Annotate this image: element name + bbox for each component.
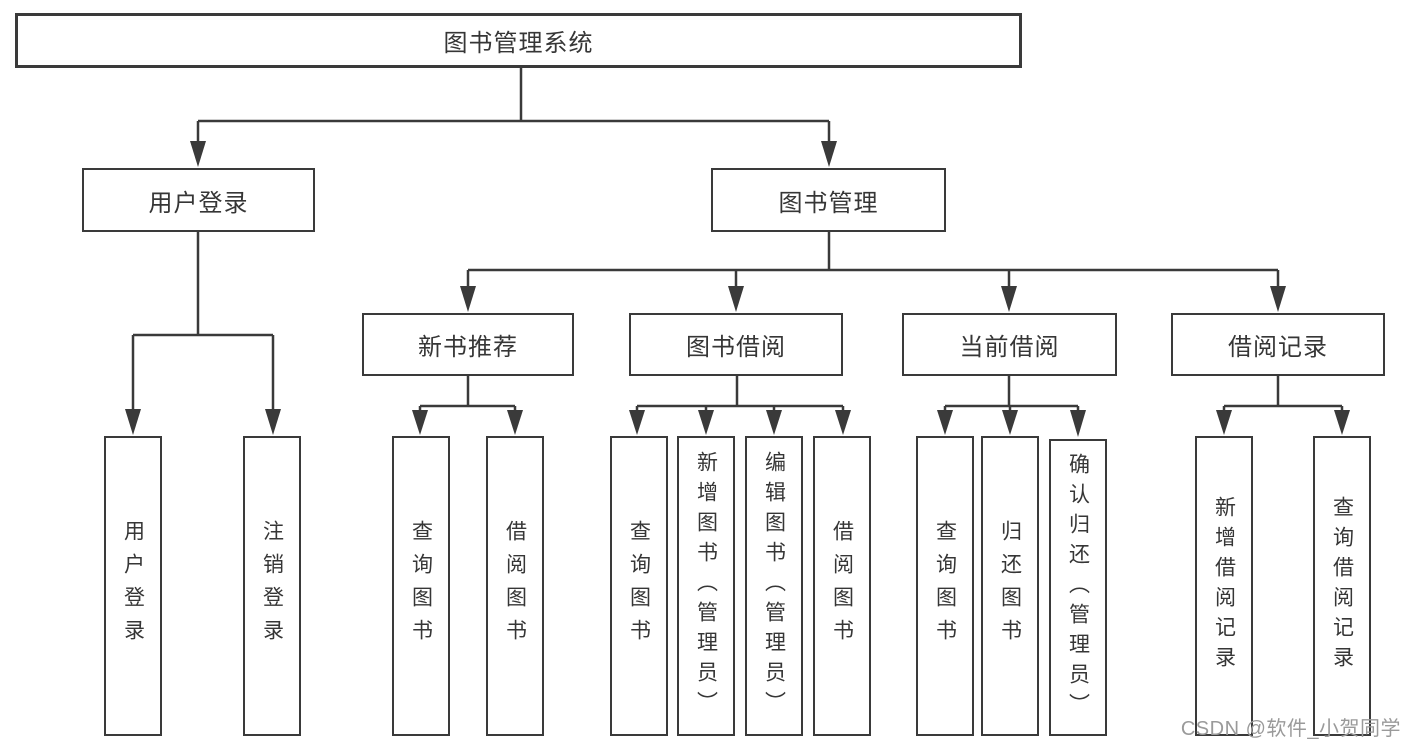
node-book-borrow: 图书借阅: [629, 313, 843, 376]
node-current-borrow: 当前借阅: [902, 313, 1117, 376]
node-label: 用户登录: [121, 520, 145, 652]
watermark: CSDN @软件_小贺同学: [1180, 718, 1401, 740]
node-label: 确认归还（管理员）: [1066, 452, 1090, 723]
node-label: 图书管理系统: [443, 30, 594, 57]
connector-system-to-level2: [190, 68, 837, 167]
node-label: 图书借阅: [686, 334, 786, 361]
leaf-cb-query-book: 查询图书: [916, 436, 974, 736]
node-label: 查询图书: [409, 520, 433, 652]
leaf-bb-borrow-book: 借阅图书: [813, 436, 871, 736]
node-label: 查询图书: [933, 520, 957, 652]
leaf-bb-edit-book: 编辑图书（管理员）: [745, 436, 803, 736]
node-label: 新增图书（管理员）: [694, 451, 718, 721]
leaf-cb-return-book: 归还图书: [981, 436, 1039, 736]
node-book-management: 图书管理: [711, 168, 946, 232]
leaf-rec-query-book: 查询图书: [392, 436, 450, 736]
node-system: 图书管理系统: [15, 13, 1022, 68]
leaf-cb-confirm-return: 确认归还（管理员）: [1049, 439, 1107, 736]
node-label: 查询借阅记录: [1330, 496, 1354, 676]
leaf-bb-add-book: 新增图书（管理员）: [677, 436, 735, 736]
node-label: 编辑图书（管理员）: [762, 451, 786, 721]
leaf-logout: 注销登录: [243, 436, 301, 736]
node-label: 新增借阅记录: [1212, 496, 1236, 676]
node-label: 借阅图书: [830, 520, 854, 652]
node-label: 借阅记录: [1228, 334, 1328, 361]
connector-book-borrow-to-leaves: [629, 376, 851, 435]
node-label: 注销登录: [260, 520, 284, 652]
node-user-login: 用户登录: [82, 168, 315, 232]
connector-current-borrow-to-leaves: [937, 376, 1086, 437]
node-borrow-records: 借阅记录: [1171, 313, 1385, 376]
leaf-bb-query-book: 查询图书: [610, 436, 668, 736]
leaf-br-add-record: 新增借阅记录: [1195, 436, 1253, 736]
leaf-user-login: 用户登录: [104, 436, 162, 736]
connector-book-management-to-level3: [460, 232, 1286, 312]
node-label: 归还图书: [998, 520, 1022, 652]
node-label: 当前借阅: [959, 334, 1060, 361]
node-new-book-recommend: 新书推荐: [362, 313, 574, 376]
node-label: 用户登录: [148, 189, 249, 217]
connector-borrow-records-to-leaves: [1216, 376, 1350, 435]
node-label: 查询图书: [627, 520, 651, 652]
connector-new-book-recommend-to-leaves: [412, 376, 523, 435]
leaf-rec-borrow-book: 借阅图书: [486, 436, 544, 736]
node-label: 新书推荐: [418, 334, 518, 361]
connector-user-login-to-leaves: [125, 232, 281, 435]
leaf-br-query-record: 查询借阅记录: [1313, 436, 1371, 736]
node-label: 图书管理: [778, 189, 879, 217]
node-label: 借阅图书: [503, 520, 527, 652]
